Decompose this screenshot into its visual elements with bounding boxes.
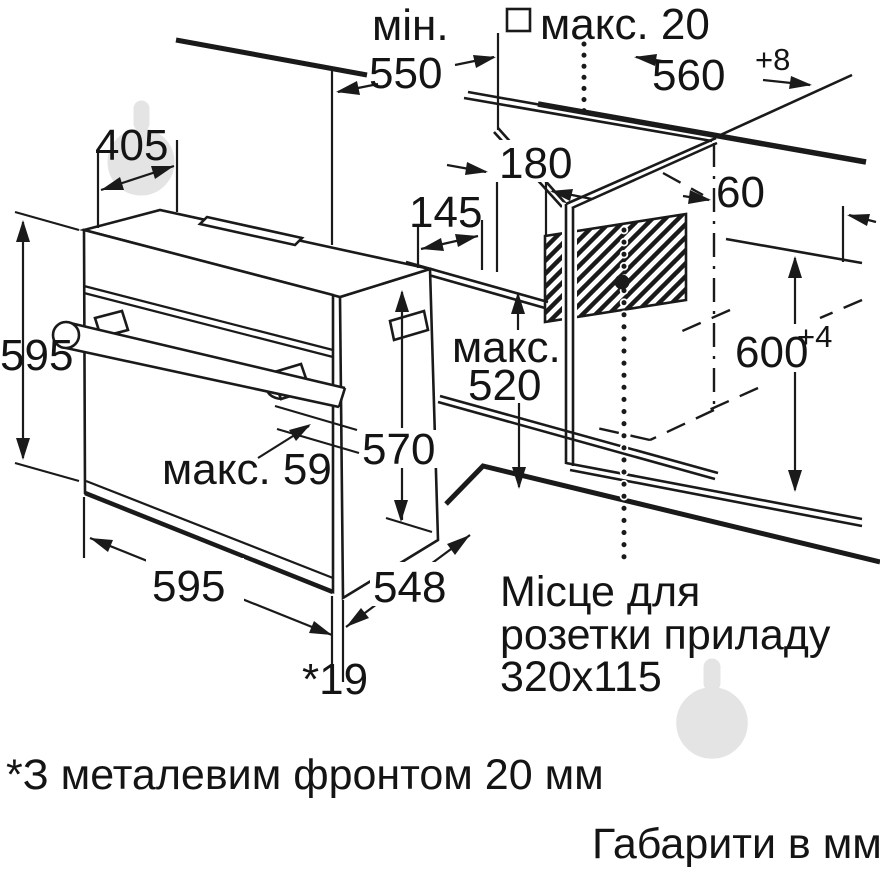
socket-center-dot (614, 274, 630, 290)
dim-label-maks: макс. (452, 323, 561, 372)
dim-label-600: 600 (735, 328, 808, 377)
footnote: *З металевим фронтом 20 мм (6, 751, 604, 799)
dim-label-560-tol: +8 (755, 42, 790, 77)
dim-label-560: 560 (652, 51, 725, 100)
dim-180: 180 (446, 139, 593, 272)
socket-zone (543, 212, 688, 324)
dim-label-180: 180 (499, 139, 572, 188)
socket-hatch-area (543, 212, 688, 324)
dim-label-595-bottom: 595 (152, 562, 225, 611)
watermark-pin-icon (676, 658, 748, 759)
dim-label-min: мін. (372, 1, 449, 50)
dim-label-max20: макс. 20 (540, 0, 710, 49)
dim-label-595-left: 595 (0, 331, 73, 380)
socket-note-line3: 320x115 (500, 653, 662, 701)
dim-label-max59: макс. 59 (162, 445, 332, 494)
dim-label-19: *19 (302, 655, 368, 704)
dim-595-left: 595 (0, 210, 80, 483)
socket-note: Місце для розетки приладу 320x115 (500, 568, 831, 701)
dim-560: 560 +8 (634, 42, 812, 100)
dim-max-59: макс. 59 (162, 404, 360, 494)
oven-top-vent (197, 215, 305, 247)
dim-label-405: 405 (95, 121, 168, 170)
dim-label-145: 145 (409, 188, 482, 237)
dim-label-60: 60 (716, 168, 765, 217)
dim-570: 570 (358, 290, 446, 534)
dim-19: *19 (302, 596, 368, 704)
oven-side-vent (388, 309, 430, 342)
dim-145: 145 (409, 188, 484, 270)
watermark-pin-icon (107, 100, 175, 196)
dim-max-520: макс. 520 (452, 292, 561, 489)
dim-label-550: 550 (369, 49, 442, 98)
socket-note-line1: Місце для (500, 568, 700, 616)
dim-label-570: 570 (362, 425, 435, 474)
cabinet-structure (175, 37, 880, 565)
oven (51, 208, 440, 601)
oven-handle (51, 309, 347, 409)
dim-label-520: 520 (468, 361, 541, 410)
square-symbol (505, 7, 532, 33)
dim-label-600-tol: +4 (797, 319, 832, 354)
dim-label-548: 548 (373, 563, 446, 612)
dim-max-20: макс. 20 (505, 0, 710, 49)
dim-600: 600 +4 (735, 256, 832, 492)
dim-595-bottom: 595 (82, 497, 333, 637)
dim-min-550: мін. 550 (330, 1, 500, 245)
socket-note-line2: розетки приладу (500, 611, 831, 659)
dim-405: 405 (95, 121, 179, 228)
dim-548: 548 (345, 534, 471, 628)
units-note: Габарити в мм (592, 820, 880, 868)
dim-60: 60 (682, 168, 877, 262)
